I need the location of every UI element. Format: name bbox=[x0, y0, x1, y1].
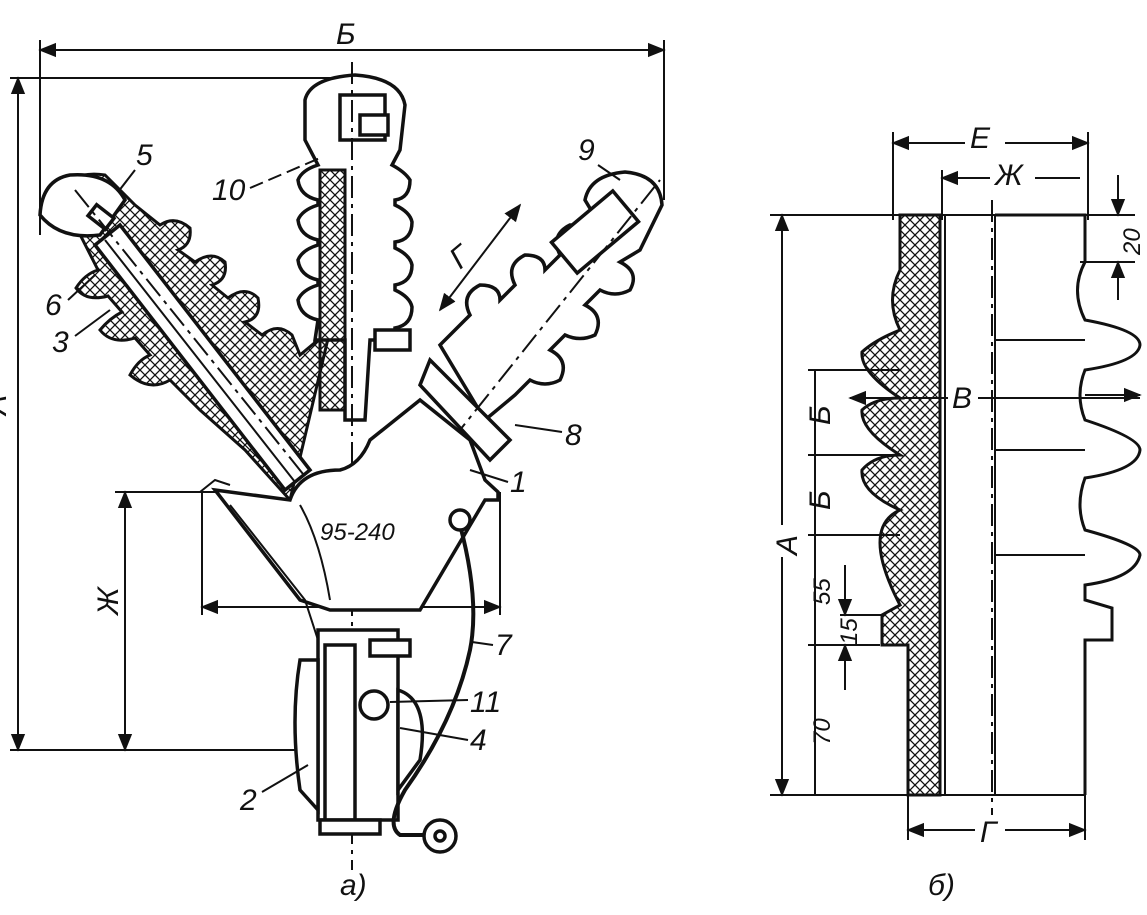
branch-body bbox=[199, 397, 500, 641]
label-value-55: 55 bbox=[809, 578, 836, 605]
part-label-2: 2 bbox=[239, 784, 257, 817]
insulator-outer-profile bbox=[995, 213, 1142, 795]
figure-b: Е Ж 20 А Б bbox=[770, 122, 1146, 902]
part-label-3: 3 bbox=[52, 326, 69, 359]
caption-figure-b: б) bbox=[928, 869, 955, 902]
label-value-20: 20 bbox=[1119, 228, 1146, 256]
dimension-top-20: 20 bbox=[1080, 175, 1146, 300]
label-pitch-1: Б bbox=[804, 405, 837, 425]
caption-figure-a: а) bbox=[340, 869, 367, 902]
dimension-overall-height: А bbox=[0, 76, 340, 752]
cable-sleeve bbox=[293, 628, 425, 836]
dimension-shed-diameter: В bbox=[848, 380, 1140, 415]
label-value-70: 70 bbox=[809, 718, 836, 745]
label-height: А bbox=[771, 535, 804, 557]
label-overall-width: Б bbox=[336, 18, 356, 51]
label-insulator-length: Г bbox=[443, 238, 479, 275]
label-overall-height: А bbox=[0, 395, 13, 417]
label-section-range: 95-240 bbox=[320, 519, 395, 546]
label-value-15: 15 bbox=[836, 618, 863, 645]
dimension-bore-width: Ж bbox=[940, 159, 1080, 220]
part-label-1: 1 bbox=[510, 466, 527, 499]
dimension-base-width-b: Г bbox=[906, 795, 1087, 849]
grounding-wire bbox=[391, 508, 476, 854]
left-insulator bbox=[38, 172, 341, 521]
part-label-9: 9 bbox=[578, 134, 595, 167]
label-outer-width: Е bbox=[970, 122, 991, 155]
insulator-bore bbox=[944, 215, 996, 795]
label-shed-diameter: В bbox=[952, 382, 972, 415]
part-label-6: 6 bbox=[45, 289, 62, 322]
part-label-5: 5 bbox=[136, 139, 153, 172]
dimension-overall-width: Б bbox=[38, 18, 666, 235]
part-labels: 1 2 3 4 5 6 7 8 9 10 11 bbox=[45, 134, 621, 817]
label-base-height: Ж bbox=[92, 586, 125, 617]
label-base-width-b: Г bbox=[980, 816, 999, 849]
part-label-11: 11 bbox=[470, 686, 501, 719]
center-insulator bbox=[296, 62, 414, 870]
insulator-sheds-inner-lines bbox=[995, 339, 1142, 556]
figure-a: Б А Ж Е bbox=[0, 18, 666, 902]
dimension-chain-left: Б Б 55 15 70 bbox=[804, 369, 900, 795]
dimension-height: А bbox=[770, 213, 804, 797]
dimension-outer-width: Е bbox=[891, 122, 1090, 220]
part-label-8: 8 bbox=[565, 419, 582, 452]
part-label-7: 7 bbox=[495, 629, 513, 662]
dimension-base-height: Ж bbox=[92, 490, 215, 752]
label-bore-width: Ж bbox=[993, 159, 1024, 192]
label-pitch-2: Б bbox=[804, 490, 837, 510]
part-label-10: 10 bbox=[212, 174, 246, 207]
part-label-4: 4 bbox=[470, 724, 487, 757]
insulator-section-hatched bbox=[860, 213, 942, 797]
